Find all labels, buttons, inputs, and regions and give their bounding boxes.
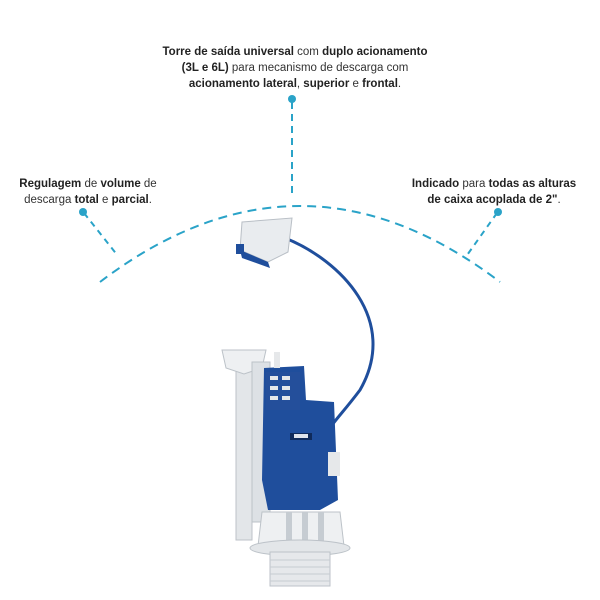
callout-text-part: acionamento lateral [188,78,297,90]
callout-text-part: de [81,178,101,190]
callout-text-part: superior [303,78,350,90]
callout-text-part: para mecanismo de descarga com [228,62,409,74]
callout-text-part: total [74,194,99,206]
callout-text-part: . [148,194,152,206]
callout-text-part: com [293,46,323,58]
threaded-base [269,551,331,587]
callout-text-part: e [98,194,112,206]
callout-text-part: Regulagem [19,178,82,190]
leader-dot-left [79,208,87,216]
leader-line-right [464,212,498,259]
callout-text-part: descarga [24,194,75,206]
button-actuator [236,217,293,268]
dashed-arc [99,205,501,283]
overflow-tube [221,349,267,541]
callout-text-part: todas as alturas [488,178,577,190]
callout-text-part: parcial [111,194,149,206]
callout-text-part: , [296,78,304,90]
callout-text-part: e [349,78,363,90]
float-cage [257,511,345,547]
leader-dot-top [288,95,296,103]
callout-text-part: para [459,178,489,190]
blue-body [262,352,340,510]
callout-text-part: Indicado [411,178,460,190]
callout-text-part: . [397,78,402,90]
callout-text-part: duplo acionamento [322,46,428,58]
callout-text-part: (3L e 6L) [181,62,229,74]
callout-text-part: de [140,178,157,190]
callout-right-text: Indicado para todas as alturas de caixa … [400,176,588,208]
callout-text-part: . [557,194,561,206]
callout-text-part: volume [100,178,141,190]
callout-text-part: Torre de saída universal [162,46,294,58]
callout-left-text: Regulagem de volume de descarga total e … [8,176,168,208]
leader-line-left [83,212,119,257]
callout-text-part: frontal [362,78,398,90]
callout-text-part: de caixa acoplada de 2" [427,194,558,206]
flush-valve-product-image [221,217,375,587]
cable [284,236,375,429]
callout-top-text: Torre de saída universal com duplo acion… [150,44,440,92]
leader-dot-right [494,208,502,216]
